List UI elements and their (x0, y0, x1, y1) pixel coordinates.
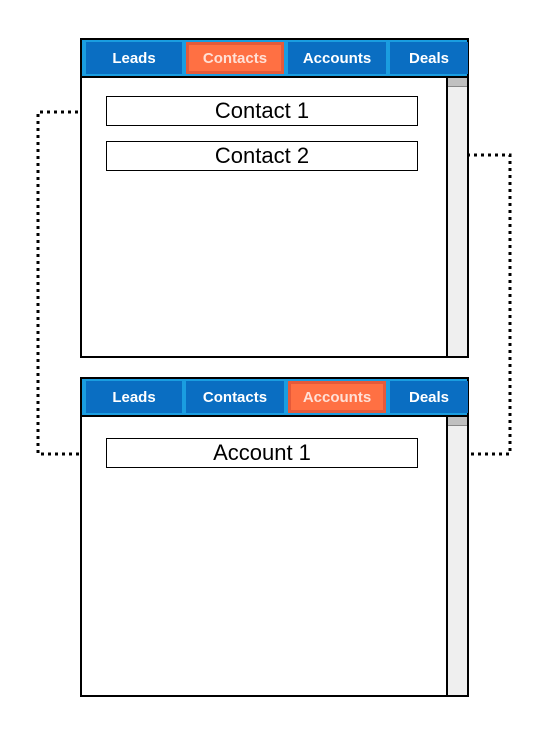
tab-deals[interactable]: Deals (390, 42, 468, 74)
accounts-window: Leads Contacts Accounts Deals Account 1 (80, 377, 469, 697)
record-contact-1[interactable]: Contact 1 (106, 96, 418, 126)
tab-leads[interactable]: Leads (86, 381, 182, 413)
tab-accounts[interactable]: Accounts (288, 42, 386, 74)
tab-leads[interactable]: Leads (86, 42, 182, 74)
scroll-thumb[interactable] (448, 78, 467, 87)
tab-bar: Leads Contacts Accounts Deals (82, 40, 468, 78)
tab-contacts[interactable]: Contacts (186, 381, 284, 413)
scroll-thumb[interactable] (448, 417, 467, 426)
tab-deals[interactable]: Deals (390, 381, 468, 413)
record-contact-2[interactable]: Contact 2 (106, 141, 418, 171)
tab-bar: Leads Contacts Accounts Deals (82, 379, 468, 417)
contacts-window: Leads Contacts Accounts Deals Contact 1 … (80, 38, 469, 358)
tab-accounts[interactable]: Accounts (288, 381, 386, 413)
record-account-1[interactable]: Account 1 (106, 438, 418, 468)
scrollbar[interactable] (446, 417, 467, 695)
scrollbar[interactable] (446, 78, 467, 356)
tab-contacts[interactable]: Contacts (186, 42, 284, 74)
